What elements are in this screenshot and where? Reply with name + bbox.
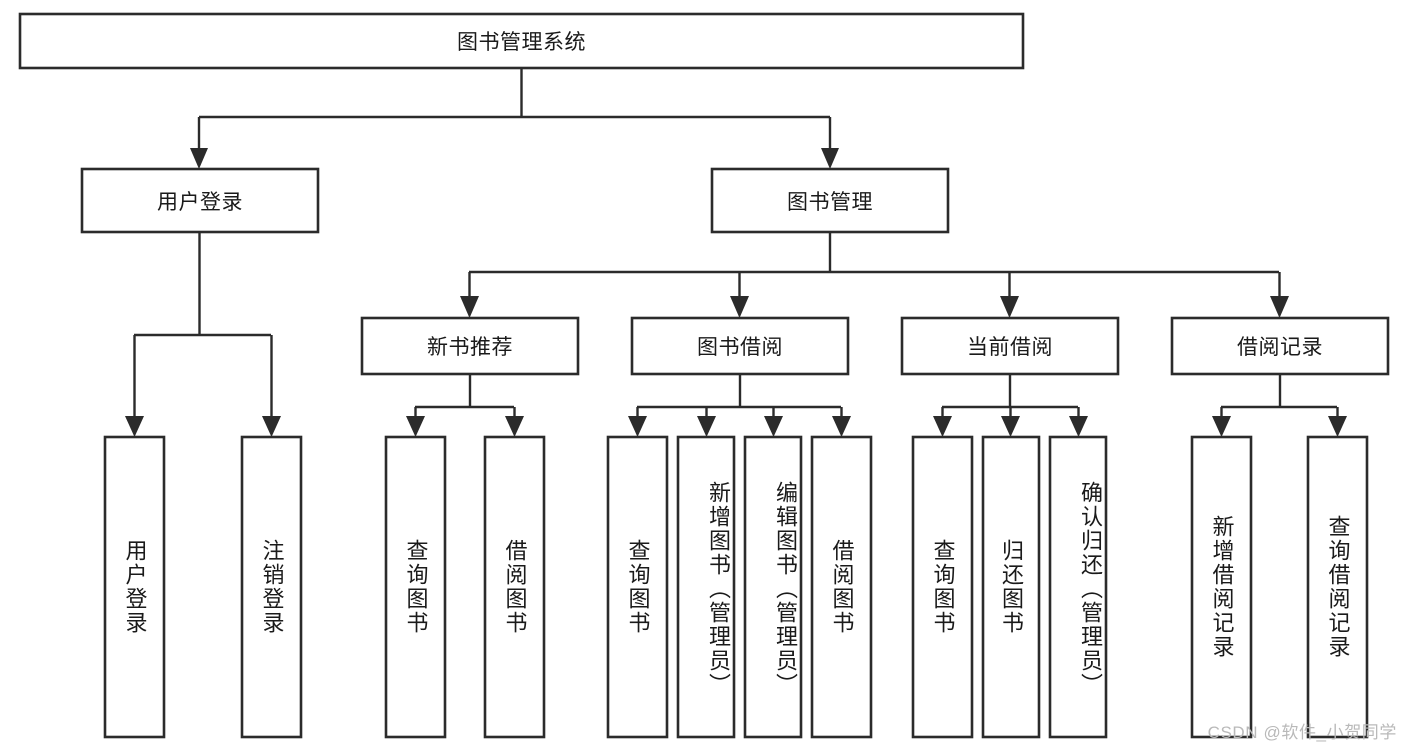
arrowhead-leaf-confirm-return <box>1069 416 1088 437</box>
node-box-leaf-add-book[interactable] <box>676 435 736 739</box>
node-box-leaf-query-book-3[interactable] <box>911 435 974 739</box>
node-box-book-manage[interactable] <box>710 167 950 234</box>
node-box-leaf-query-record[interactable] <box>1306 435 1369 739</box>
arrowhead-user-login <box>190 148 208 169</box>
arrowhead-leaf-query-book-3 <box>933 416 952 437</box>
arrowhead-leaf-logout <box>262 416 281 437</box>
node-box-leaf-borrow-book-1[interactable] <box>483 435 546 739</box>
node-box-leaf-query-book-1[interactable] <box>384 435 447 739</box>
node-box-leaf-borrow-book-2[interactable] <box>810 435 873 739</box>
arrowhead-leaf-query-record <box>1328 416 1347 437</box>
arrowhead-leaf-borrow-book-1 <box>505 416 524 437</box>
node-box-new-book-recommend[interactable] <box>360 316 580 376</box>
node-box-leaf-user-login[interactable] <box>103 435 166 739</box>
arrowhead-leaf-query-book-2 <box>628 416 647 437</box>
node-box-leaf-return-book[interactable] <box>981 435 1041 739</box>
node-box-root[interactable] <box>18 12 1025 70</box>
node-box-leaf-query-book-2[interactable] <box>606 435 669 739</box>
arrowhead-leaf-user-login <box>125 416 144 437</box>
node-box-user-login[interactable] <box>80 167 320 234</box>
arrowhead-leaf-add-record <box>1212 416 1231 437</box>
node-box-book-borrow[interactable] <box>630 316 850 376</box>
arrowhead-leaf-add-book <box>697 416 716 437</box>
arrowhead-book-manage <box>821 148 839 169</box>
node-box-borrow-record[interactable] <box>1170 316 1390 376</box>
arrowhead-leaf-borrow-book-2 <box>832 416 851 437</box>
arrowhead-leaf-return-book <box>1001 416 1020 437</box>
arrowhead-new-book-recommend <box>460 296 479 318</box>
arrowhead-book-borrow <box>730 296 749 318</box>
node-box-leaf-logout[interactable] <box>240 435 303 739</box>
arrowhead-leaf-query-book-1 <box>406 416 425 437</box>
arrowhead-leaf-edit-book <box>764 416 783 437</box>
node-box-leaf-confirm-return[interactable] <box>1048 435 1108 739</box>
node-box-current-borrow[interactable] <box>900 316 1120 376</box>
node-box-leaf-add-record[interactable] <box>1190 435 1253 739</box>
arrowhead-current-borrow <box>1000 296 1019 318</box>
node-box-leaf-edit-book[interactable] <box>743 435 803 739</box>
arrowhead-borrow-record <box>1270 296 1289 318</box>
